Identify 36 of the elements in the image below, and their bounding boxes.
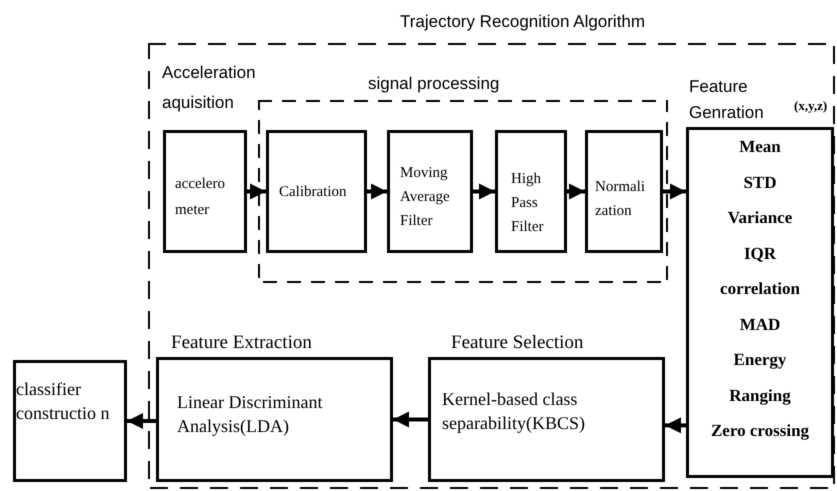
- arrow: [393, 412, 428, 428]
- box-label: High Pass Filter: [511, 170, 544, 237]
- feature-item: STD: [742, 172, 778, 194]
- process-box: [585, 130, 663, 253]
- feature-item: Ranging: [728, 384, 792, 407]
- arrow: [665, 417, 686, 434]
- feature-item: Zero crossing: [710, 420, 810, 442]
- box-label: Normali zation: [595, 178, 646, 221]
- arrow: [127, 413, 156, 429]
- box-label: accelero meter: [175, 175, 226, 220]
- group-heading: signal processing: [368, 73, 500, 95]
- feature-item: IQR: [742, 242, 778, 264]
- box-label: classifier constructio n: [16, 378, 110, 425]
- box-label: Moving Average Filter: [400, 164, 451, 231]
- process-box: [387, 130, 473, 253]
- arrow: [367, 184, 387, 200]
- box-label: Calibration: [279, 183, 348, 202]
- box-heading: Feature Selection: [451, 331, 584, 355]
- box-heading: Feature Extraction: [171, 331, 312, 355]
- arrow: [247, 184, 266, 200]
- feature-item: Energy: [732, 349, 788, 371]
- process-box: [13, 360, 127, 482]
- feature-item: correlation: [719, 278, 801, 300]
- arrow: [473, 184, 495, 200]
- arrow: [663, 184, 686, 200]
- process-box: [495, 130, 567, 253]
- process-box: [266, 130, 367, 253]
- box-label: Kernel-based class separability(KBCS): [442, 388, 586, 435]
- feature-item: Variance: [726, 207, 794, 229]
- box-label: Linear Discriminant Analysis(LDA): [177, 391, 324, 438]
- group-heading: Trajectory Recognition Algorithm: [400, 11, 646, 33]
- arrow: [567, 184, 585, 200]
- feature-item: MAD: [738, 314, 782, 336]
- box-heading: Acceleration aquisition: [162, 62, 257, 114]
- feature-item: Mean: [738, 136, 782, 158]
- axis-note: (x,y,z): [794, 98, 828, 114]
